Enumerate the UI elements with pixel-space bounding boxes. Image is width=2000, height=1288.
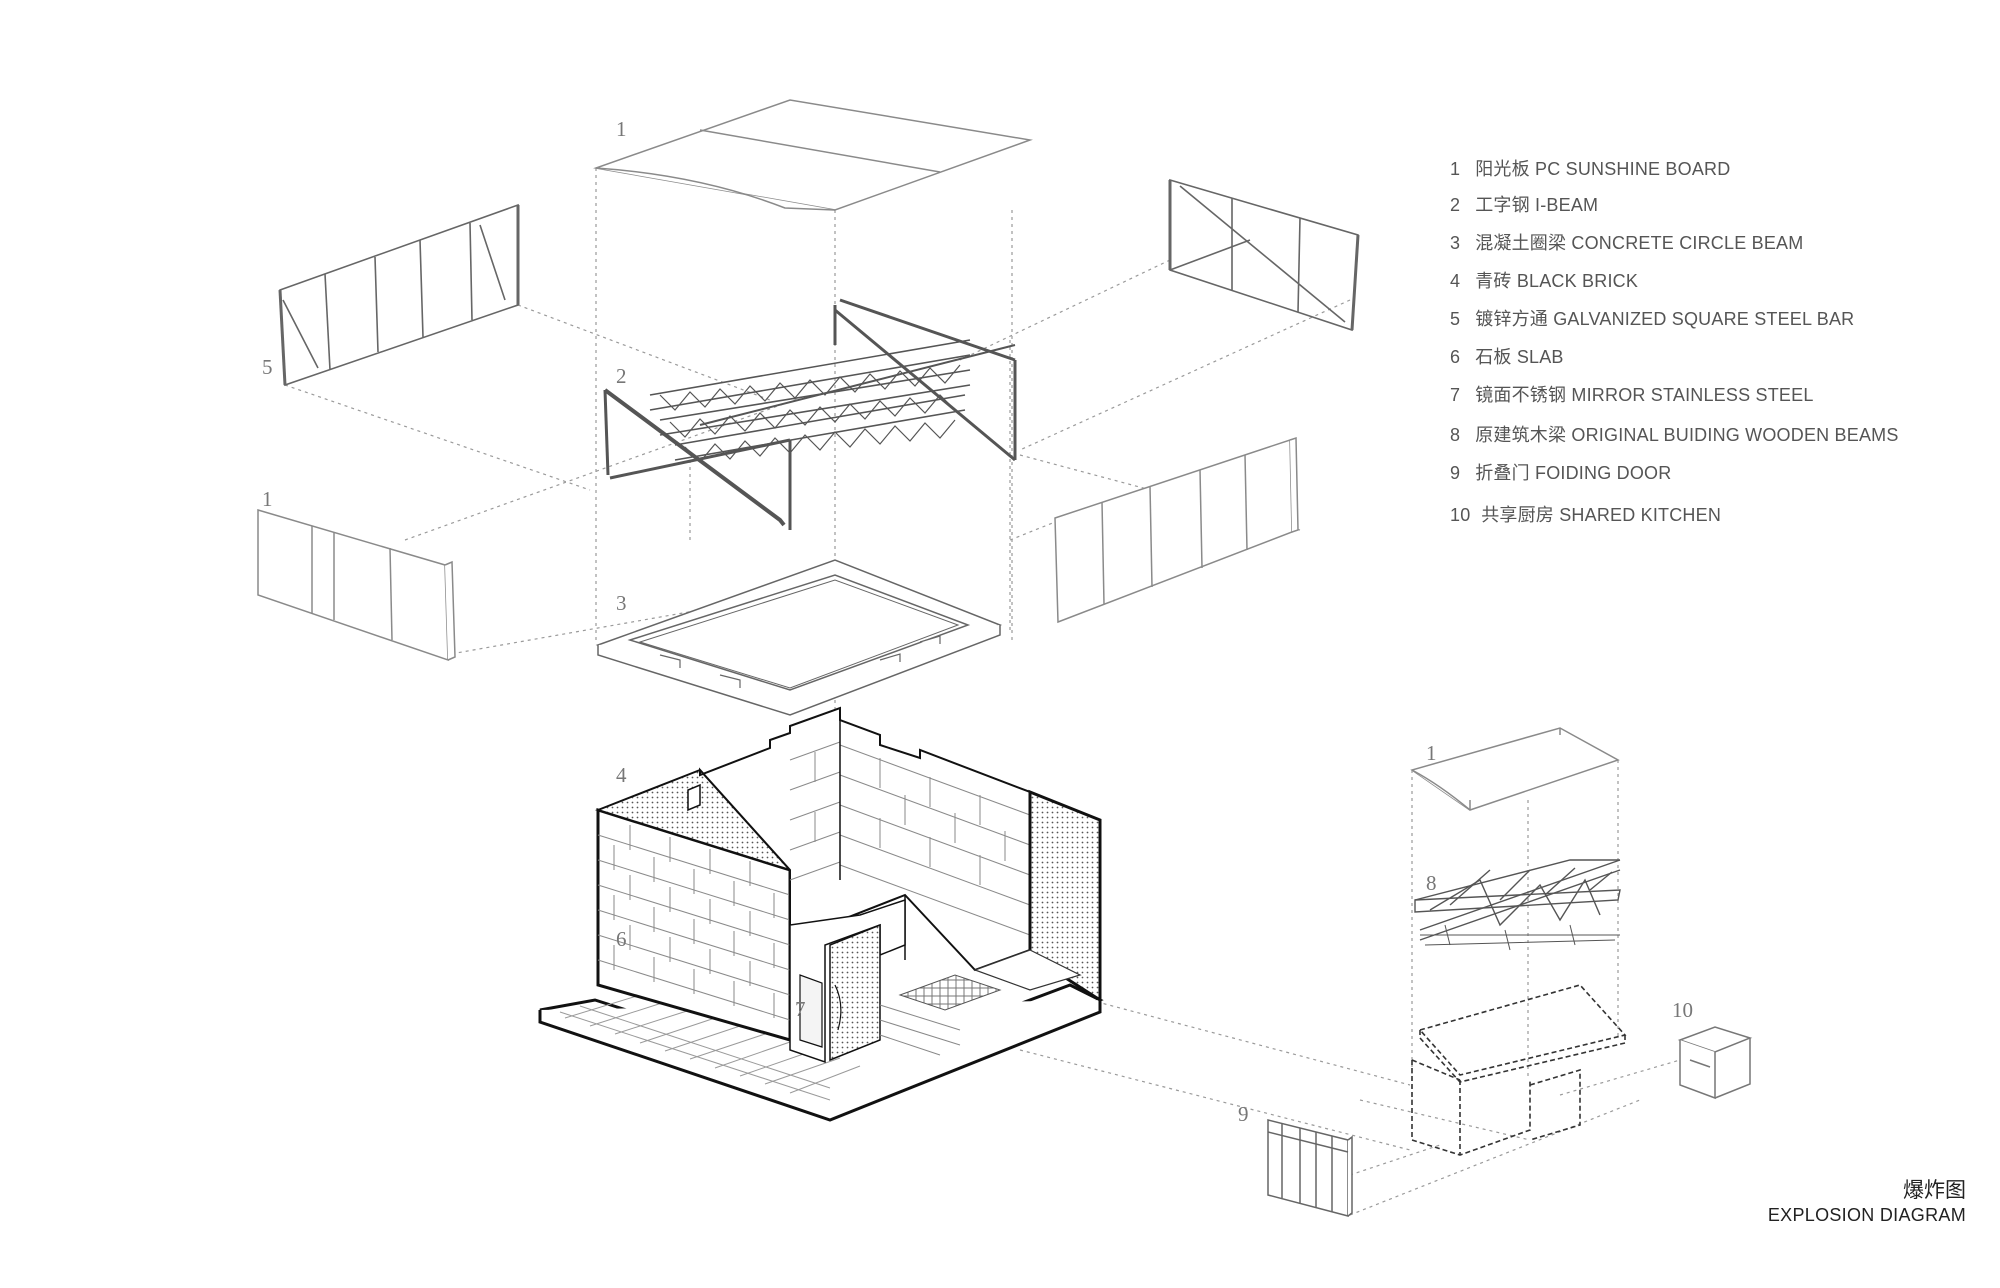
left-pc-board	[257, 508, 456, 662]
small-pc-roof	[1410, 727, 1620, 811]
callout-labels: 1 2 3 4 5 1 6 7 1 8 9 10	[262, 117, 1693, 1126]
right-brick-wall	[1028, 789, 1102, 1003]
legend-item: 8 原建筑木梁 ORIGINAL BUIDING WOODEN BEAMS	[1450, 425, 1899, 445]
title-en: EXPLOSION DIAGRAM	[1767, 1205, 1966, 1225]
right-pc-board	[1054, 436, 1299, 624]
callout-small-roof: 1	[1426, 741, 1437, 765]
callout-ring-beam: 3	[616, 591, 627, 615]
alignment-guides	[284, 168, 1681, 1216]
wooden-beams	[1414, 859, 1621, 951]
callout-ibeam: 2	[616, 364, 627, 388]
callout-folding-door: 9	[1238, 1102, 1249, 1126]
callout-slab: 6	[616, 927, 627, 951]
brick-house	[538, 706, 1104, 1122]
legend-item: 10 共享厨房 SHARED KITCHEN	[1450, 505, 1722, 525]
shared-kitchen-box	[1677, 1026, 1753, 1100]
folding-door	[1267, 1119, 1353, 1217]
left-steel-frame	[278, 203, 520, 387]
legend-item: 7 镜面不锈钢 MIRROR STAINLESS STEEL	[1450, 385, 1814, 405]
legend-item: 3 混凝土圈梁 CONCRETE CIRCLE BEAM	[1450, 233, 1804, 253]
legend-item: 1 阳光板 PC SUNSHINE BOARD	[1450, 159, 1731, 179]
kitchen-shell	[1411, 984, 1627, 1156]
callout-wooden-beams: 8	[1426, 871, 1437, 895]
callout-mirror: 7	[795, 997, 806, 1021]
concrete-ring-beam	[595, 559, 1003, 716]
diagram-title: 爆炸图 EXPLOSION DIAGRAM	[1768, 1178, 1966, 1226]
legend-item: 6 石板 SLAB	[1450, 347, 1564, 367]
legend-item: 4 青砖 BLACK BRICK	[1450, 271, 1639, 291]
callout-left-board: 1	[262, 487, 273, 511]
callout-kitchen: 10	[1672, 998, 1693, 1022]
callout-roof: 1	[616, 117, 627, 141]
callout-left-frame: 5	[262, 355, 273, 379]
legend-item: 9 折叠门 FOIDING DOOR	[1450, 463, 1672, 483]
legend-item: 2 工字钢 I-BEAM	[1450, 195, 1599, 215]
right-steel-frame	[1168, 178, 1360, 332]
title-cn: 爆炸图	[1903, 1179, 1966, 1202]
pc-roof-main	[593, 99, 1033, 211]
callout-brick: 4	[616, 763, 627, 787]
i-beam-truss	[603, 298, 1017, 530]
legend-item: 5 镀锌方通 GALVANIZED SQUARE STEEL BAR	[1450, 309, 1855, 329]
